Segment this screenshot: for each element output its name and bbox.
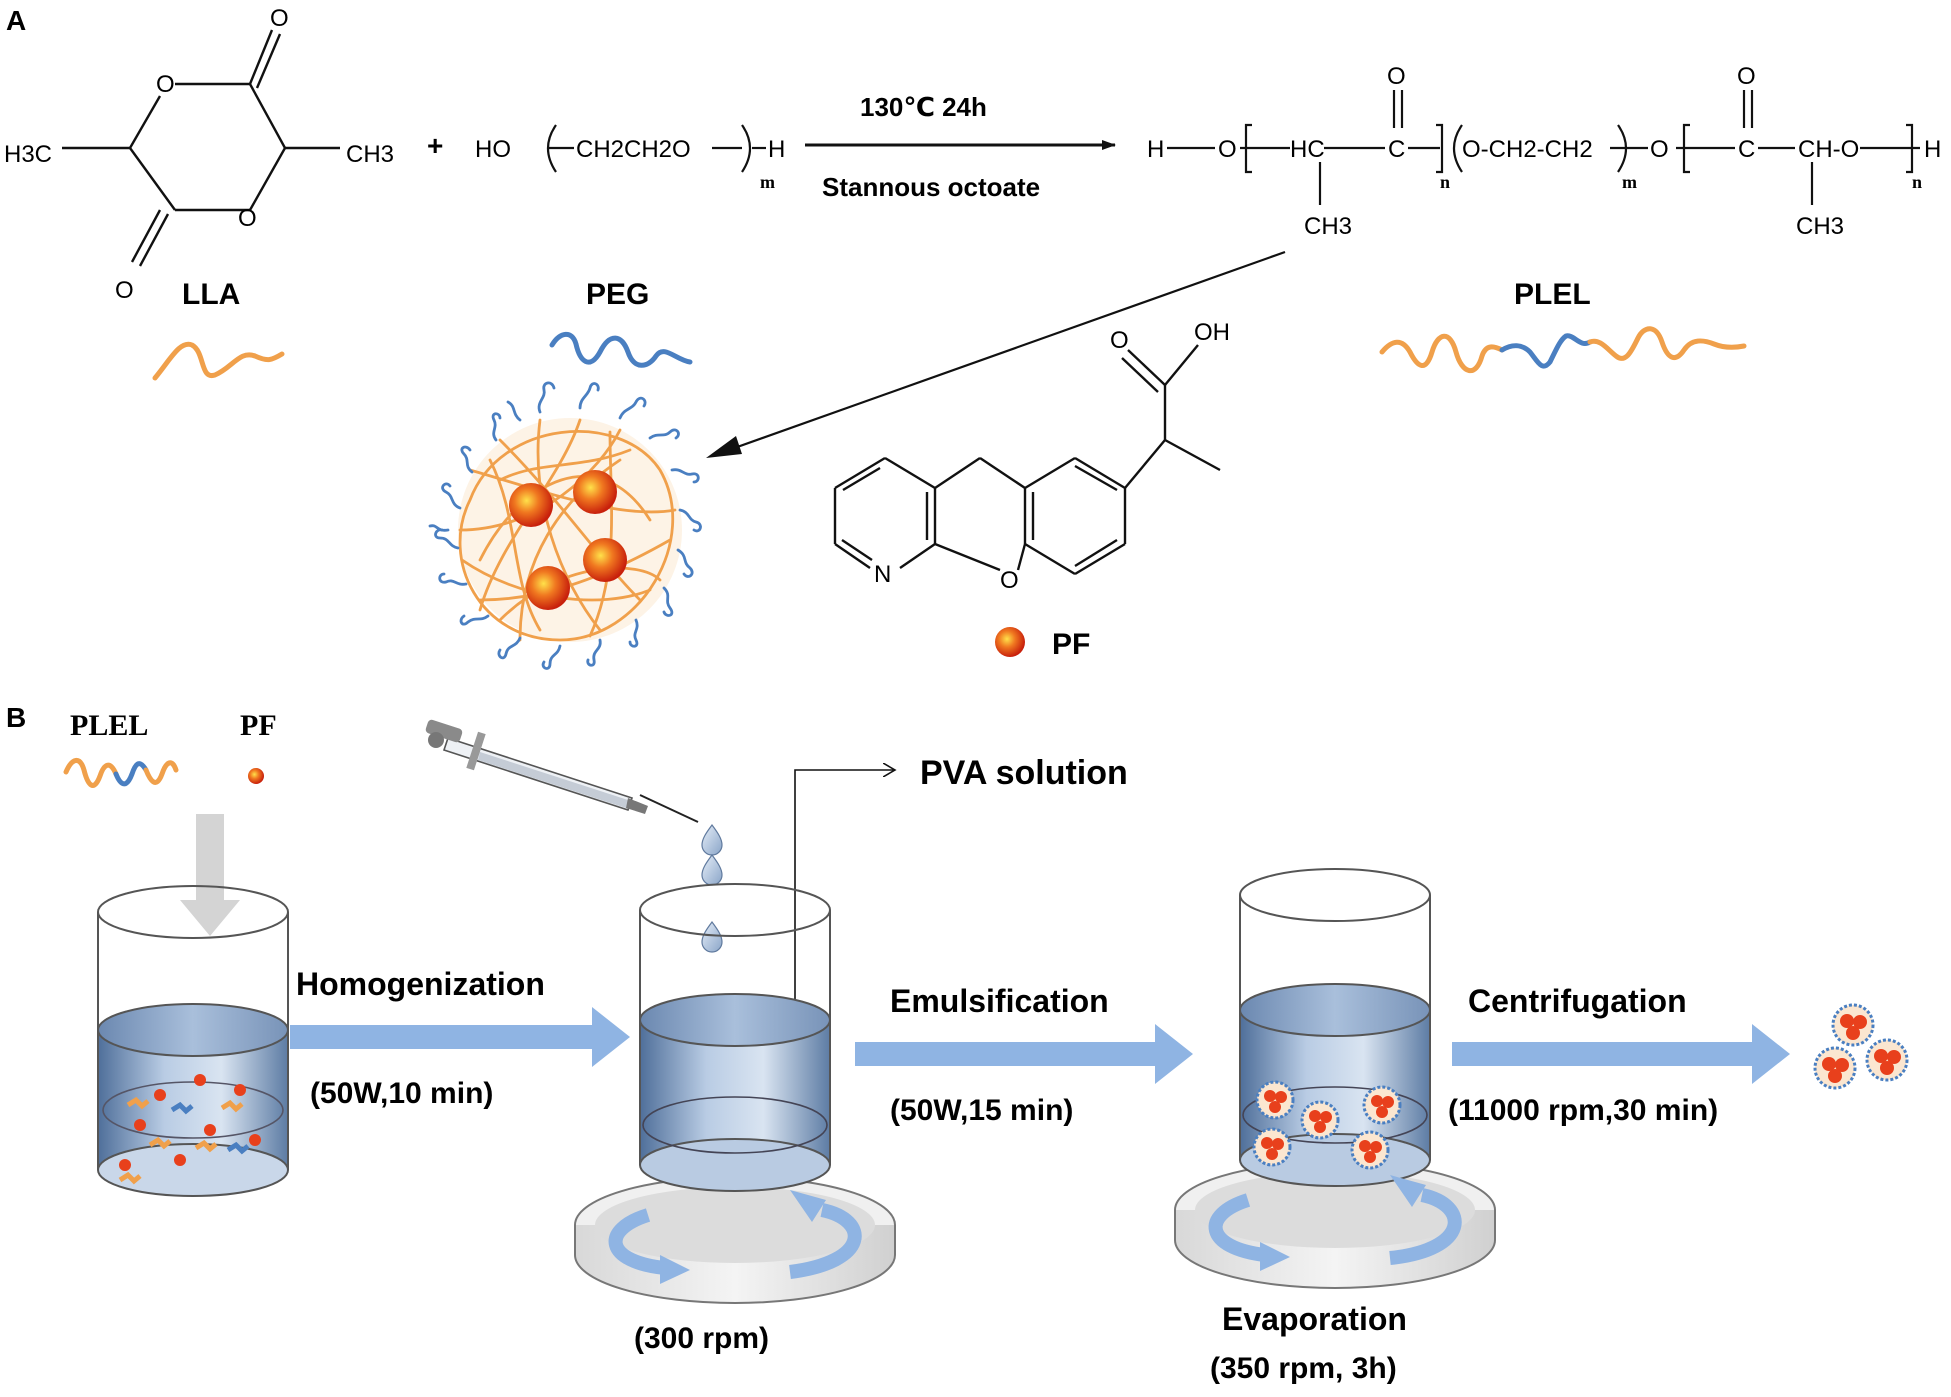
- peg-repeat-unit: CH2CH2O: [576, 136, 691, 163]
- pva-drop: [701, 920, 723, 953]
- nanoparticle-small: [1300, 1100, 1340, 1140]
- evaporation-label: Evaporation: [1222, 1301, 1407, 1337]
- pva-drop: [701, 823, 723, 856]
- panel-a-label: A: [6, 5, 26, 36]
- pf-carbonyl-oxygen: O: [1110, 327, 1129, 354]
- plel-hc: HC: [1290, 136, 1325, 163]
- drug-particle: [509, 483, 553, 527]
- lla-structure: [62, 29, 340, 267]
- plel-ch-o: CH-O: [1798, 136, 1859, 163]
- lla-chain-icon: [152, 341, 285, 381]
- centrifugation-condition: (11000 rpm,30 min): [1448, 1094, 1718, 1127]
- plel-subscript-n2: n: [1912, 172, 1922, 192]
- beaker-1: [97, 885, 289, 1197]
- nanoparticle-small: [1255, 1080, 1295, 1120]
- pf-legend-dot: [995, 627, 1025, 657]
- homogenization-condition: (50W,10 min): [310, 1077, 493, 1110]
- assembly-arrowhead: [706, 436, 742, 458]
- reaction-catalyst: Stannous octoate: [822, 172, 1040, 202]
- beaker-2: [639, 883, 831, 1192]
- plel-c-right: C: [1738, 136, 1755, 163]
- drug-particle: [526, 566, 570, 610]
- pf-structure: [833, 344, 1221, 576]
- plel-subscript-m: m: [1622, 172, 1637, 192]
- plel-o2: O: [1650, 136, 1669, 163]
- nanoparticle-illustration: [428, 381, 702, 670]
- plel-subscript-n1: n: [1440, 172, 1450, 192]
- pva-pointer-line: [794, 770, 895, 1005]
- plel-input-chain: [63, 758, 119, 788]
- emulsification-arrow: [855, 1024, 1193, 1084]
- peg-h: H: [768, 136, 785, 163]
- pf-ring-oxygen: O: [1000, 567, 1019, 594]
- final-nanoparticles: [1813, 1003, 1909, 1090]
- stir-rotation-arrows-1: [608, 1190, 862, 1284]
- lla-ring-oxygen-top: O: [156, 71, 175, 98]
- plel-ch3-left: CH3: [1304, 213, 1352, 240]
- plel-input-chain-end: [143, 760, 179, 785]
- homogenization-label: Homogenization: [296, 966, 545, 1002]
- assembly-arrow: [711, 250, 1286, 458]
- pf-hydroxyl: OH: [1194, 319, 1230, 346]
- lla-methyl-right: CH3: [346, 141, 394, 168]
- syringe-icon: [425, 719, 699, 823]
- pf-input-label: PF: [240, 709, 277, 742]
- beaker-1-particles: [118, 1074, 261, 1185]
- peg-chain-icon: [549, 331, 693, 368]
- evaporation-condition: (350 rpm, 3h): [1210, 1352, 1397, 1385]
- plel-o1: O: [1218, 136, 1237, 163]
- emulsification-condition: (50W,15 min): [890, 1094, 1073, 1127]
- lla-carbonyl-oxygen-top: O: [270, 5, 289, 32]
- drug-particle: [583, 538, 627, 582]
- plel-label: PLEL: [1514, 278, 1591, 311]
- pva-solution-label: PVA solution: [920, 754, 1128, 792]
- centrifugation-label: Centrifugation: [1468, 983, 1687, 1019]
- plel-ch3-right: CH3: [1796, 213, 1844, 240]
- peg-ho: HO: [475, 136, 511, 163]
- plus-sign: +: [427, 130, 443, 161]
- plel-c-left: C: [1388, 136, 1405, 163]
- beaker-3-nanoparticles: [1252, 1080, 1402, 1170]
- nanoparticle-small: [1350, 1130, 1390, 1170]
- reaction-temperature-time: 130℃ 24h: [860, 92, 987, 122]
- plel-carbonyl-o-right: O: [1737, 63, 1756, 90]
- plel-carbonyl-o-left: O: [1387, 63, 1406, 90]
- plel-h-end: H: [1924, 136, 1941, 163]
- homogenization-arrow: [290, 1007, 630, 1067]
- input-down-arrow: [180, 814, 240, 936]
- peg-brackets: [546, 124, 766, 173]
- lla-label: LLA: [182, 278, 240, 311]
- pf-input-dot: [248, 768, 264, 784]
- centrifugation-arrow: [1452, 1024, 1790, 1084]
- drug-particle: [573, 470, 617, 514]
- lla-ring-oxygen-bottom: O: [238, 205, 257, 232]
- pf-nitrogen: N: [874, 561, 891, 588]
- plel-input-chain-peg: [113, 761, 149, 787]
- peg-label: PEG: [586, 278, 649, 311]
- pf-label: PF: [1052, 628, 1090, 661]
- nanoparticle-final: [1831, 1003, 1875, 1047]
- plel-h-start: H: [1147, 136, 1164, 163]
- plel-input-label: PLEL: [70, 709, 148, 742]
- emulsification-label: Emulsification: [890, 983, 1109, 1019]
- lla-carbonyl-oxygen-bottom: O: [115, 277, 134, 304]
- nanoparticle-small: [1362, 1085, 1402, 1125]
- peg-corona: [428, 381, 702, 670]
- stir-speed-1: (300 rpm): [634, 1322, 769, 1355]
- plel-chain-icon: [1379, 326, 1747, 373]
- nanoparticle-small: [1252, 1127, 1292, 1167]
- plel-peg-segment: O-CH2-CH2: [1462, 136, 1593, 163]
- plel-formula: H O HC CH3 C O n O-CH2-CH2 m O C O CH-O …: [1147, 63, 1941, 240]
- pva-drop: [701, 853, 723, 886]
- nanoparticle-final: [1813, 1046, 1857, 1090]
- stir-rotation-arrows-2: [1208, 1175, 1462, 1271]
- nanoparticle-final: [1865, 1038, 1909, 1082]
- panel-b-label: B: [6, 702, 26, 733]
- peg-subscript-m: m: [760, 172, 775, 192]
- lla-methyl-left: H3C: [4, 141, 52, 168]
- beaker-2-stirrer: [574, 1176, 896, 1304]
